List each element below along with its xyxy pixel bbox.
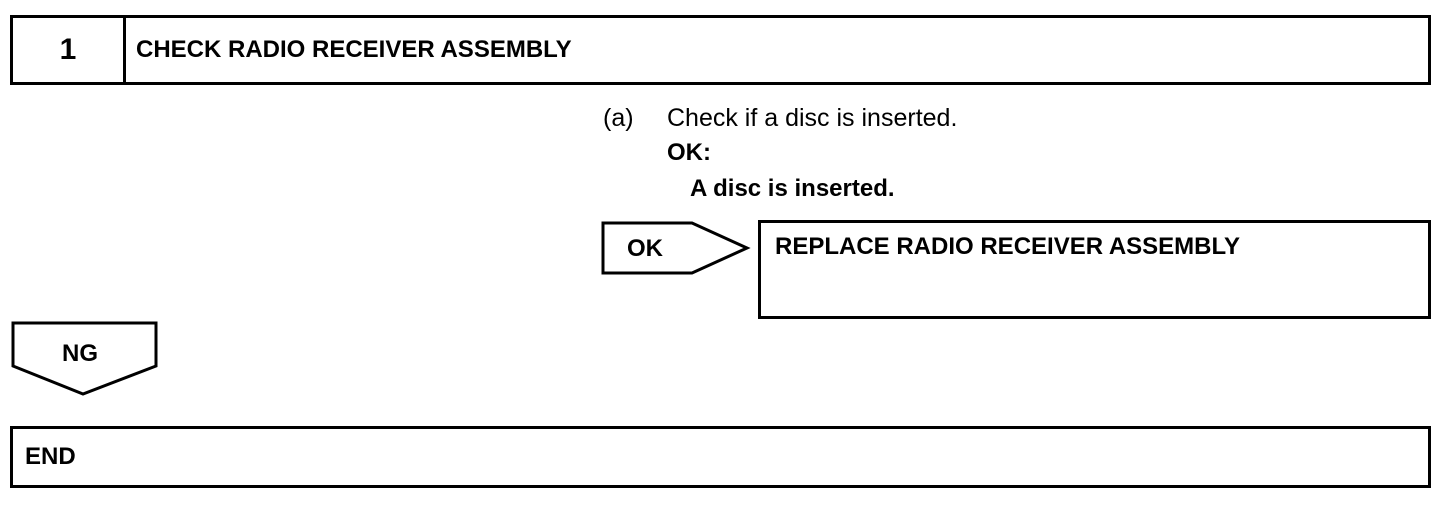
ok-criteria-label: OK:	[667, 139, 711, 166]
ok-action-box: REPLACE RADIO RECEIVER ASSEMBLY	[758, 220, 1431, 319]
ok-arrow	[601, 221, 751, 275]
step-number: 1	[13, 18, 126, 82]
instruction-letter: (a)	[603, 104, 634, 132]
end-label: END	[25, 443, 76, 470]
instruction-text: Check if a disc is inserted.	[667, 104, 958, 132]
step-header: 1 CHECK RADIO RECEIVER ASSEMBLY	[10, 15, 1431, 85]
instruction-line: (a) Check if a disc is inserted.	[603, 101, 957, 135]
ng-arrow-label: NG	[62, 340, 98, 367]
ok-criteria-result: A disc is inserted.	[690, 175, 895, 202]
ok-action-text: REPLACE RADIO RECEIVER ASSEMBLY	[775, 233, 1240, 260]
step-title: CHECK RADIO RECEIVER ASSEMBLY	[136, 36, 572, 63]
end-box: END	[10, 426, 1431, 488]
ok-arrow-label: OK	[627, 235, 663, 262]
ng-arrow	[11, 321, 158, 396]
